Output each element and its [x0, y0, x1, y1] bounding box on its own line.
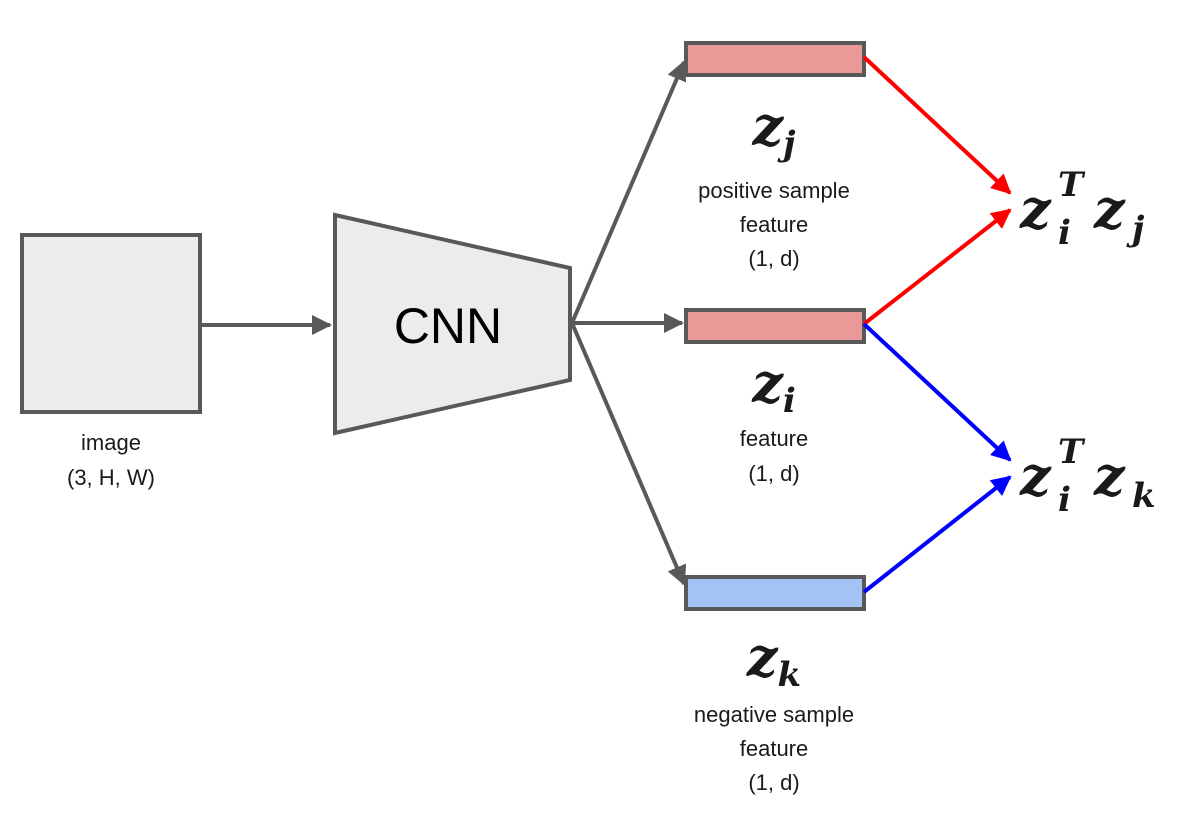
anchor-feature-shape: (1, d)	[748, 461, 799, 486]
negative-score-z1: z	[1019, 444, 1052, 508]
positive-feature-bar	[684, 41, 866, 77]
anchor-feature-symbol: zi	[751, 351, 796, 421]
input-image-box	[20, 233, 202, 414]
positive-feature-desc-1: positive sample	[698, 178, 850, 203]
negative-score-z2: z	[1093, 444, 1126, 508]
positive-similarity-score: z T i z j	[1019, 165, 1145, 253]
red-arrow-anchor-to-score	[862, 208, 1012, 326]
input-name-label: image	[81, 430, 141, 455]
negative-feature-desc-2: feature	[740, 736, 809, 761]
positive-score-z1: z	[1019, 177, 1052, 241]
positive-feature-desc-2: feature	[740, 212, 809, 237]
anchor-feature-bar	[684, 308, 866, 344]
positive-score-sub1: i	[1058, 213, 1071, 253]
positive-score-sub2: j	[1126, 209, 1145, 249]
positive-score-z2: z	[1093, 177, 1126, 241]
positive-feature-shape: (1, d)	[748, 246, 799, 271]
anchor-feature-desc-1: feature	[740, 426, 809, 451]
negative-feature-desc-1: negative sample	[694, 702, 854, 727]
negative-feature-symbol: zk	[746, 625, 801, 695]
red-arrow-positive-to-score	[862, 55, 1012, 195]
cnn-label: CNN	[394, 298, 502, 354]
negative-score-sub2: k	[1132, 476, 1156, 516]
positive-score-sup: T	[1058, 165, 1086, 205]
blue-arrow-negative-to-score	[862, 475, 1012, 594]
blue-arrow-anchor-to-score	[862, 322, 1012, 462]
negative-feature-shape: (1, d)	[748, 770, 799, 795]
negative-similarity-score: z T i z k	[1019, 432, 1156, 520]
arrow-cnn-to-positive	[570, 60, 687, 324]
negative-score-sub1: i	[1058, 480, 1071, 520]
negative-feature-bar	[684, 575, 866, 611]
negative-score-sup: T	[1058, 432, 1086, 472]
cnn-block	[333, 212, 572, 436]
arrow-cnn-to-negative	[570, 322, 687, 586]
input-shape-label: (3, H, W)	[67, 465, 155, 490]
positive-feature-symbol: zj	[752, 94, 797, 164]
